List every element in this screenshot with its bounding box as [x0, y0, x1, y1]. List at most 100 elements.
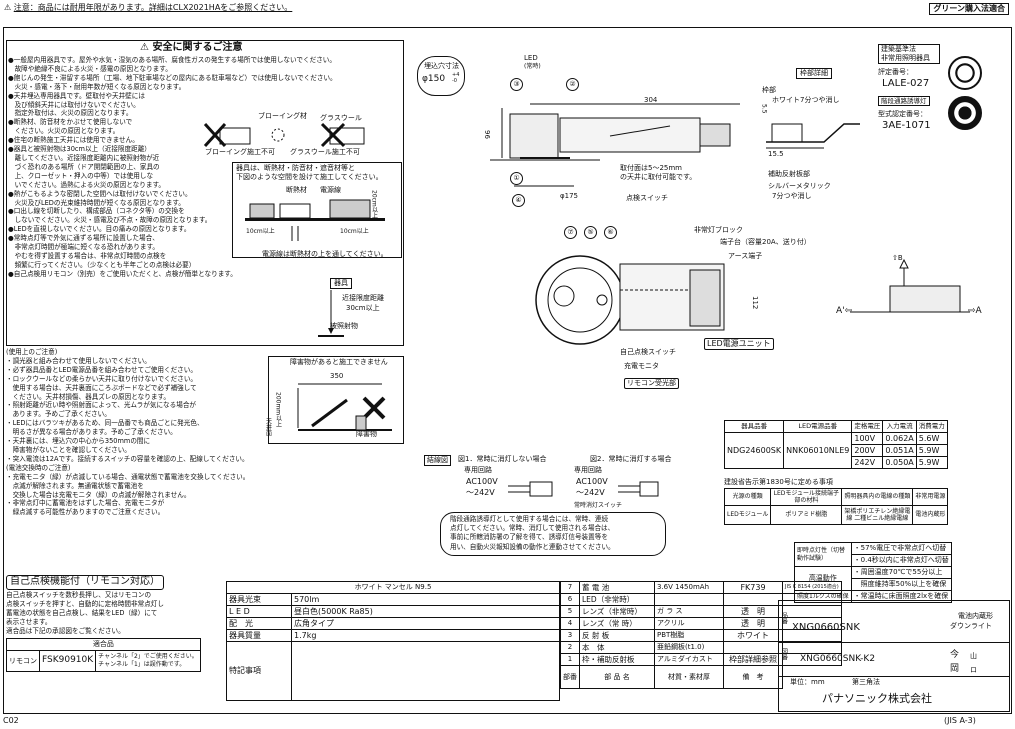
table-cell	[782, 653, 842, 666]
frame-detail-title: 枠部詳細	[796, 68, 832, 79]
text-line: ください。火災の原因となります。	[8, 127, 120, 136]
table-cell: 架橋ポリエチレン絶縁電線 二種ビニル絶縁電線	[841, 505, 914, 525]
silver-finish: 7分つや消し	[772, 192, 812, 200]
table-cell	[723, 593, 783, 606]
led-unit-label: LED電源ユニット	[704, 338, 774, 350]
dim-15-5: 15.5	[768, 150, 784, 158]
wiring-fig2: 図2．常時に消灯する場合	[590, 455, 672, 463]
wiring-tag: 結線図	[424, 455, 451, 466]
table-cell: 透 明	[723, 605, 783, 618]
part-callout-5: ⑤	[584, 226, 597, 239]
safety-box	[6, 40, 404, 346]
title-divider-1	[778, 642, 1010, 643]
check-switch-label: 点検スイッチ	[626, 194, 668, 202]
table-cell: レンズ（常 時）	[579, 617, 655, 630]
bulletin-title: 建設省告示第1830号に定める事項	[724, 478, 833, 486]
table-row: LEDモジュールポリアミド樹脂架橋ポリエチレン絶縁電線 二種ビニル絶縁電線電池内…	[723, 505, 949, 525]
text-line: 交換した場合は充電モニタ（緑）の点滅が解除されません。	[6, 490, 191, 499]
text-line: 点検スイッチを押すと、自動的に定格時間非常点灯し	[6, 599, 164, 608]
text-line: 離してください。近接限度距離内に被照射物が近	[8, 153, 160, 162]
table-cell: 100V	[851, 432, 884, 445]
proximity-diagram	[318, 290, 344, 337]
table-cell: 部番	[560, 665, 580, 689]
plan-view-drawing	[535, 255, 725, 345]
emergency-block-label: 非常灯ブロック	[694, 226, 743, 234]
text-line: 使用する場合は、天井裏面にころぶボードなどで必ず補強して	[6, 383, 197, 392]
table-cell	[291, 641, 560, 701]
product-label: 品番	[780, 612, 788, 624]
obstacle-dim: 350	[330, 372, 344, 380]
table-cell: 配 光	[226, 617, 292, 630]
wiring-voltage-2b: ～242V	[576, 488, 605, 497]
text-line: 事前に所轄消防署の了解を得て、誘導灯信号装置等を	[450, 533, 608, 542]
arrow-a-right: ⇨A	[968, 306, 982, 316]
drawing-number: XNG0660SNK-K2	[800, 654, 876, 664]
self-switch-label: 自己点検スイッチ	[620, 348, 676, 356]
dim-112: 112	[750, 296, 759, 310]
table-cell: ホワイト マンセル N9.5	[226, 581, 560, 594]
text-line: ●LEDを直視しないでください。目の痛みの原因となります。	[8, 225, 191, 234]
arrow-a-left: A'⇦	[836, 306, 853, 316]
text-line: ●飽じんの発生・滞留する場所（工場、地下駐車場などの屋内にある駐車場など）では使…	[8, 73, 337, 82]
text-line: ●熱がこもるような密閉した空間へは取付けないでください。	[8, 189, 192, 198]
table-cell: 器具光束	[226, 593, 292, 606]
insulation-note-2: 下図のような空間を設けて施工してください。	[236, 173, 383, 181]
table-cell: LEDモジュール	[723, 505, 772, 525]
footer-left: C02	[3, 716, 19, 725]
text-line: 障害物がないことを確認してください。	[6, 445, 131, 454]
text-line: 及び傾斜天井には取付けないでください。	[8, 100, 140, 109]
table-cell	[654, 593, 724, 606]
table-cell: 0.062A	[882, 432, 917, 445]
table-cell: アルミダイカスト	[654, 653, 724, 666]
table-cell: レンズ（非常時）	[579, 605, 655, 618]
part-callout-6: ⑥	[604, 226, 617, 239]
table-header: ホワイト マンセル N9.5	[226, 581, 560, 594]
table-cell: 消費電力	[915, 420, 948, 433]
text-line: ・照射距離が近い時や照射面によって、光ムラが気になる場合が	[6, 401, 197, 410]
table-cell: 枠・補助反射板	[579, 653, 655, 666]
table-cell: 242V	[851, 456, 884, 469]
table-cell: 透 明	[723, 617, 783, 630]
text-line: 火災・感電・落下・耐用年数が短くなる原因となります。	[8, 82, 186, 91]
charge-monitor-label: 充電モニタ	[624, 362, 659, 370]
text-line: ・非常点灯中に蓄電池をはずした場合、充電モニタが	[6, 499, 165, 508]
text-line: しないでください。火災・感電及び不点・故障の原因となります。	[8, 216, 212, 225]
table-cell: 6	[560, 593, 580, 606]
ceiling-note-2: の天井に取付可能です。	[620, 173, 697, 181]
prox-distance-1: 近接限度距離	[342, 294, 384, 302]
guide-seal-icon	[948, 96, 982, 130]
dim-5-5: 5.5	[760, 104, 768, 114]
remote-label: リモコン	[6, 650, 40, 672]
wiring-note: 階段通路誘導灯として使用する場合には、常時、連続点灯してください。常時、消灯して…	[450, 515, 615, 552]
table-cell	[723, 641, 783, 654]
label-blowing-ng: ブローイング施工不可	[205, 148, 275, 156]
title-divider-2	[778, 676, 1010, 677]
obstacle-ceiling: 天井面	[264, 418, 272, 436]
text-line: 上、クローゼット・押入の中等）では使用しな	[8, 171, 154, 180]
text-line: 指定外取付は、火災の原因となります。	[8, 109, 133, 118]
text-line: ●一般屋内用器具です。屋外や水気・湿気のある場所、腐食性ガスの発生する場所では使…	[8, 56, 336, 64]
self-check-title: 自己点検機能付（リモコン対応）	[6, 575, 164, 590]
table-cell: 照明器具内の電線の種類	[841, 488, 914, 506]
table-cell: 特記事項	[226, 641, 292, 701]
obstacle-title: 障害物があると施工できません	[290, 358, 388, 366]
terminal-label-1: 端子台（容量20A、送り付）	[720, 238, 811, 246]
prox-distance-2: 30cm以上	[346, 304, 380, 312]
wiring-circuit-1: 専用回路	[464, 466, 492, 474]
text-line: あります。予めご了承ください。	[6, 410, 111, 419]
text-line: ・調光器と組み合わせて使用しないでください。	[6, 356, 151, 365]
text-line: (使用上のご注意)	[6, 348, 58, 356]
cert-seal-icon	[948, 56, 982, 90]
part-callout-7: ⑦	[564, 226, 577, 239]
obstacle-label: 障害物	[356, 430, 377, 438]
rating-no: LALE-027	[882, 78, 930, 89]
insulation-label-b: 電源線	[320, 186, 341, 194]
led-label: LED	[524, 54, 538, 62]
text-line: 明るさが異なる場合があります。予めご了承ください。	[6, 428, 177, 437]
table-cell: LED（非常時）	[579, 593, 655, 606]
